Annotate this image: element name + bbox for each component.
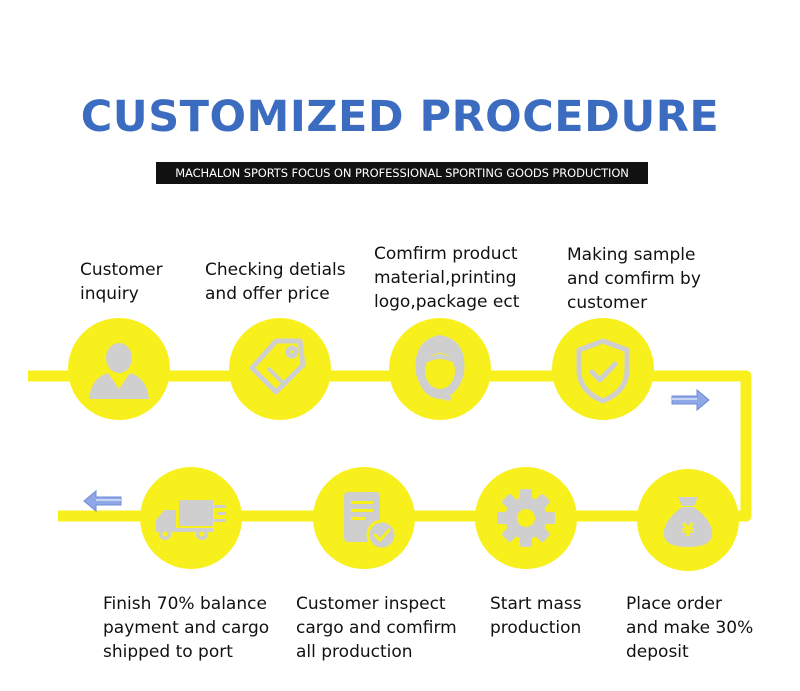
arrow-left-icon (83, 489, 122, 513)
money-bag-icon: ¥ (663, 497, 713, 547)
customer-service-icon (415, 335, 465, 401)
step-6-label: Start mass production (490, 594, 582, 638)
step-1-label: Customer inquiry (80, 260, 163, 304)
step-5-label: Place order and make 30% deposit (626, 594, 754, 662)
page-title: CUSTOMIZED PROCEDURE (80, 92, 720, 142)
step-7-label: Customer inspect cargo and comfirm all p… (296, 594, 457, 662)
step-6-circle (475, 467, 577, 569)
gear-icon (497, 489, 555, 547)
price-tag-icon (249, 338, 306, 395)
step-2-circle (229, 318, 331, 420)
shield-check-icon (576, 338, 630, 404)
truck-icon (156, 500, 226, 540)
subtitle-banner: MACHALON SPORTS FOCUS ON PROFESSIONAL SP… (156, 162, 648, 184)
step-3-label: Comfirm product material,printing logo,p… (374, 244, 520, 312)
step-8-label: Finish 70% balance payment and cargo shi… (103, 594, 270, 662)
step-3-circle (389, 318, 491, 420)
step-4-label: Making sample and comfirm by customer (567, 245, 701, 313)
step-4-circle (552, 318, 654, 420)
arrow-right-icon (671, 388, 710, 412)
step-2-label: Checking detials and offer price (205, 260, 346, 304)
step-7-circle (313, 467, 415, 569)
user-icon (89, 343, 149, 399)
document-check-icon (344, 492, 398, 551)
step-1-circle (68, 318, 170, 420)
svg-text:¥: ¥ (682, 520, 695, 541)
step-5-circle: ¥ (637, 469, 739, 571)
step-8-circle (140, 467, 242, 569)
